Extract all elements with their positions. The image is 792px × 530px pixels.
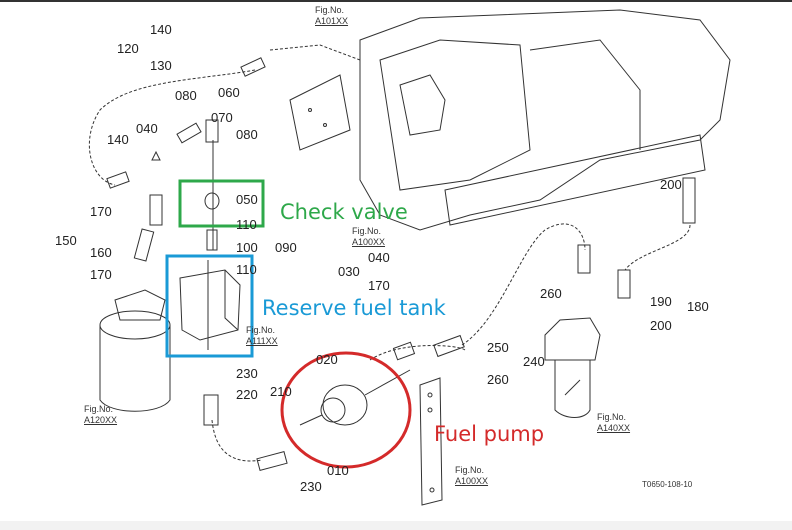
part-number-label: 080 — [236, 127, 258, 142]
window-bottom-strip — [0, 521, 792, 530]
part-number-label: 170 — [368, 278, 390, 293]
part-number-label: 220 — [236, 387, 258, 402]
reserve-tank-highlight-box — [165, 254, 254, 358]
part-number-label: 110 — [236, 262, 257, 277]
part-number-label: 060 — [218, 85, 240, 100]
figure-reference-label: Fig.No. — [352, 226, 382, 236]
engine-hood-drawing — [289, 9, 731, 231]
part-number-label: 170 — [90, 204, 112, 219]
part-number-label: 260 — [487, 372, 509, 387]
window-top-border — [0, 0, 792, 2]
reserve-tank-drawing — [179, 260, 241, 350]
sediment-filter-drawing — [544, 177, 696, 418]
figure-reference: Fig.No.A100XX — [352, 226, 385, 248]
part-number-label: 260 — [540, 286, 562, 301]
figure-reference: Fig.No.A140XX — [597, 412, 630, 434]
figure-reference-label: Fig.No. — [246, 325, 276, 335]
part-number-label: 010 — [327, 463, 349, 478]
fuel-hoses — [88, 44, 691, 462]
mounting-bracket-drawing — [419, 377, 443, 506]
part-number-label: 200 — [650, 318, 672, 333]
part-number-label: 210 — [270, 384, 292, 399]
figure-reference-label: Fig.No. — [455, 465, 485, 475]
figure-reference-code: A120XX — [84, 415, 118, 425]
part-number-label: 140 — [107, 132, 129, 147]
figure-reference: Fig.No.A111XX — [246, 325, 278, 347]
part-number-label: 190 — [650, 294, 672, 309]
part-number-label: 040 — [368, 250, 390, 265]
figure-reference-code: A140XX — [597, 423, 631, 433]
left-hose-fittings — [106, 57, 266, 262]
figure-reference-code: A100XX — [352, 237, 386, 247]
fuel-pump-highlight-ellipse — [280, 351, 412, 469]
fuel-pump-drawing — [203, 334, 465, 472]
part-number-label: 200 — [660, 177, 682, 192]
part-number-label: 160 — [90, 245, 112, 260]
figure-reference-label: Fig.No. — [315, 5, 345, 15]
figure-reference-code: A111XX — [246, 336, 278, 346]
part-number-label: 020 — [316, 352, 338, 367]
figure-reference: Fig.No.A100XX — [455, 465, 488, 487]
part-number-label: 100 — [236, 240, 258, 255]
part-number-label: 130 — [150, 58, 172, 73]
main-fuel-filter-drawing — [99, 289, 171, 412]
part-number-label: 150 — [55, 233, 77, 248]
figure-reference-code: A101XX — [315, 16, 349, 26]
part-number-label: 170 — [90, 267, 112, 282]
part-number-label: 240 — [523, 354, 545, 369]
part-number-label: 140 — [150, 22, 172, 37]
check-valve-drawing — [204, 119, 220, 251]
figure-reference: Fig.No.A120XX — [84, 404, 117, 426]
part-number-label: 080 — [175, 88, 197, 103]
part-number-label: 090 — [275, 240, 297, 255]
part-number-label: 250 — [487, 340, 509, 355]
part-number-label: 070 — [211, 110, 233, 125]
drawing-number: T0650-108-10 — [642, 480, 693, 489]
reserve-tank-annotation: Reserve fuel tank — [262, 296, 446, 320]
fuel-pump-annotation: Fuel pump — [434, 422, 545, 446]
part-number-label: 180 — [687, 299, 709, 314]
part-number-label: 050 — [236, 192, 258, 207]
check-valve-annotation: Check valve — [280, 200, 408, 224]
check-valve-highlight-box — [178, 179, 265, 228]
part-number-label: 030 — [338, 264, 360, 279]
figure-reference-label: Fig.No. — [597, 412, 627, 422]
figure-reference: Fig.No.A101XX — [315, 5, 348, 27]
part-number-label: 110 — [236, 217, 257, 232]
part-number-label: 040 — [136, 121, 158, 136]
part-number-label: 230 — [300, 479, 322, 494]
figure-reference-code: A100XX — [455, 476, 489, 486]
part-number-label: 120 — [117, 41, 139, 56]
figure-reference-label: Fig.No. — [84, 404, 114, 414]
part-number-label: 230 — [236, 366, 258, 381]
